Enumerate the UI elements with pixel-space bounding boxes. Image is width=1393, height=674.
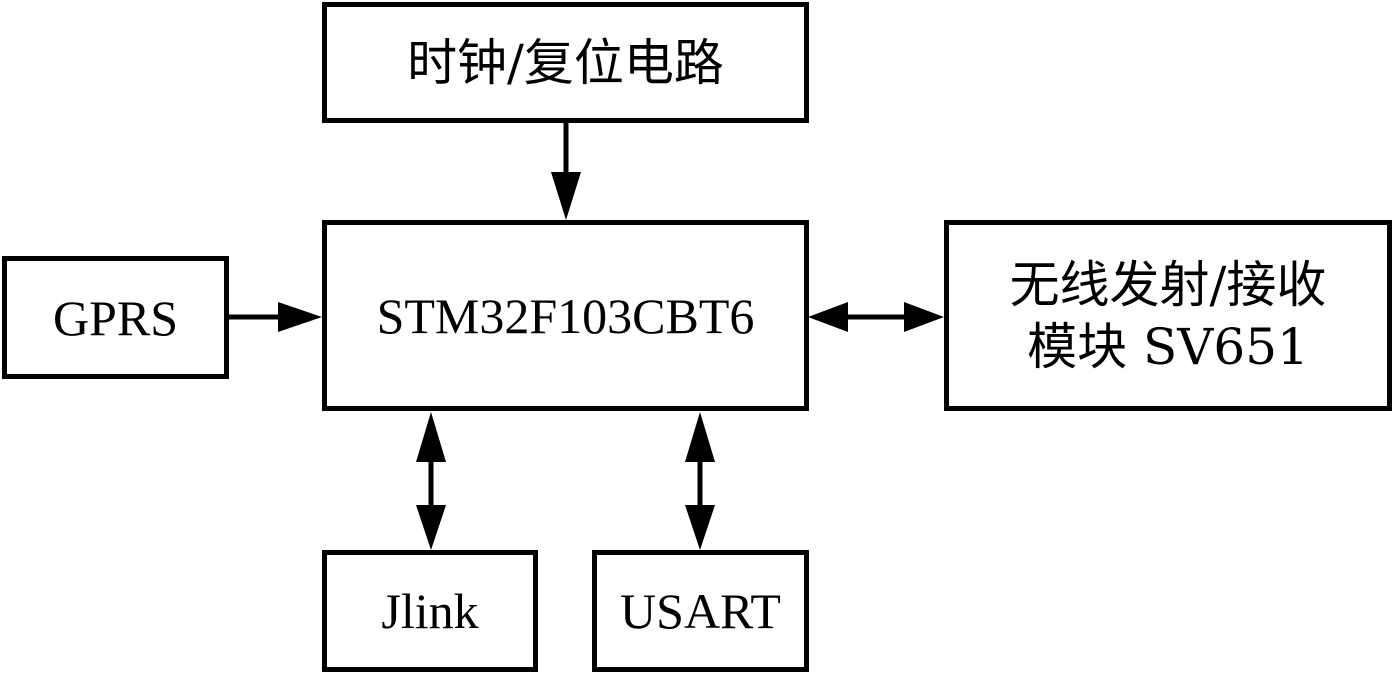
- arrowhead-gprs-to-mcu: [278, 302, 322, 332]
- arrowhead-wireless-left: [808, 302, 848, 332]
- clock-reset-label: 时钟/复位电路: [407, 33, 724, 92]
- jlink-label: Jlink: [381, 583, 479, 639]
- arrowhead-usart-up: [685, 412, 715, 462]
- clock-reset-block: 时钟/复位电路: [322, 2, 809, 123]
- gprs-label: GPRS: [52, 289, 179, 346]
- wireless-module-label: 无线发射/接收 模块 SV651: [1009, 255, 1327, 376]
- jlink-block: Jlink: [322, 550, 538, 672]
- usart-label: USART: [620, 583, 781, 639]
- arrowhead-jlink-up: [416, 412, 446, 462]
- usart-block: USART: [592, 550, 809, 672]
- mcu-block: STM32F103CBT6: [322, 220, 809, 411]
- gprs-block: GPRS: [2, 256, 229, 379]
- arrowhead-wireless-right: [904, 302, 944, 332]
- wireless-module-block: 无线发射/接收 模块 SV651: [944, 220, 1392, 411]
- arrowhead-clock-to-mcu: [551, 172, 581, 220]
- arrowhead-usart-down: [685, 505, 715, 550]
- mcu-label: STM32F103CBT6: [376, 287, 755, 344]
- arrowhead-jlink-down: [416, 505, 446, 550]
